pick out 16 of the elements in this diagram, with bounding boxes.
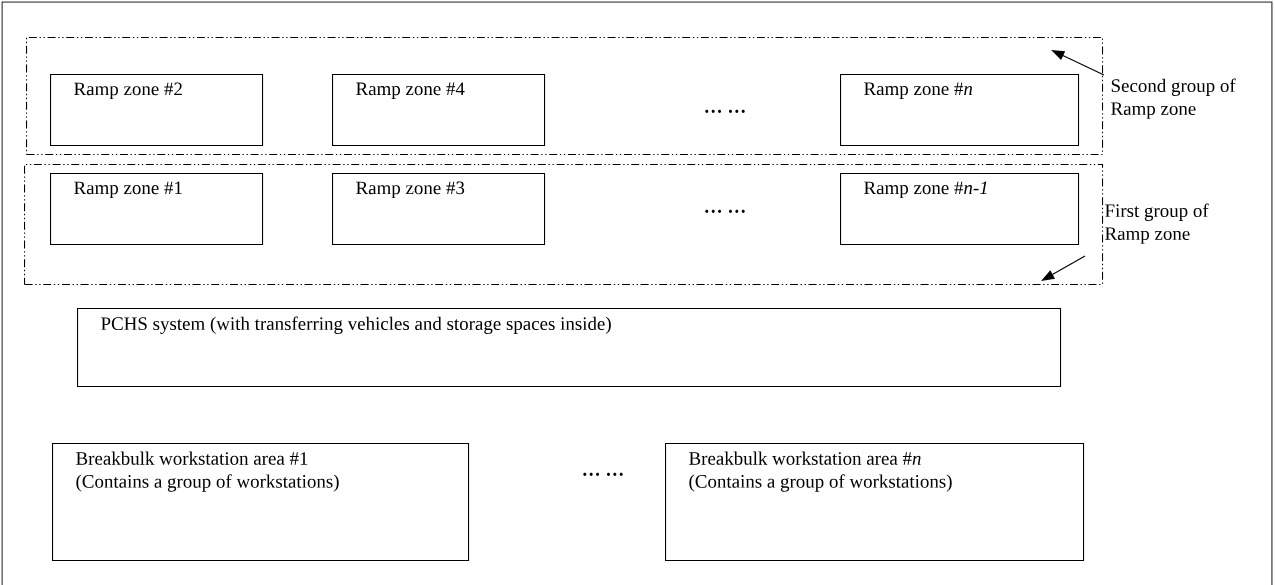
process-box: Ramp zone #4 <box>332 74 546 147</box>
process-box: Ramp zone #n <box>840 74 1080 147</box>
process-box: PCHS system (with transferring vehicles and storage spaces inside) <box>77 308 1062 388</box>
group-frame <box>26 37 1104 156</box>
process-box: Breakbulk workstation area #n (Contains a group of workstations) <box>665 443 1085 562</box>
process-box: Ramp zone #2 <box>50 74 264 147</box>
process-box: Ramp zone #3 <box>332 173 546 246</box>
ellipsis: … … <box>583 472 623 476</box>
group-label: Second group of Ramp zone <box>1111 78 1236 119</box>
ellipsis: … … <box>705 209 745 213</box>
group-frame <box>24 164 1104 286</box>
process-box: Ramp zone #n-1 <box>840 173 1080 246</box>
group-label: First group of Ramp zone <box>1105 203 1209 244</box>
process-box: Breakbulk workstation area #1 (Contains a group of workstations) <box>52 443 470 562</box>
ellipsis: … … <box>705 109 745 113</box>
process-box: Ramp zone #1 <box>50 173 264 246</box>
